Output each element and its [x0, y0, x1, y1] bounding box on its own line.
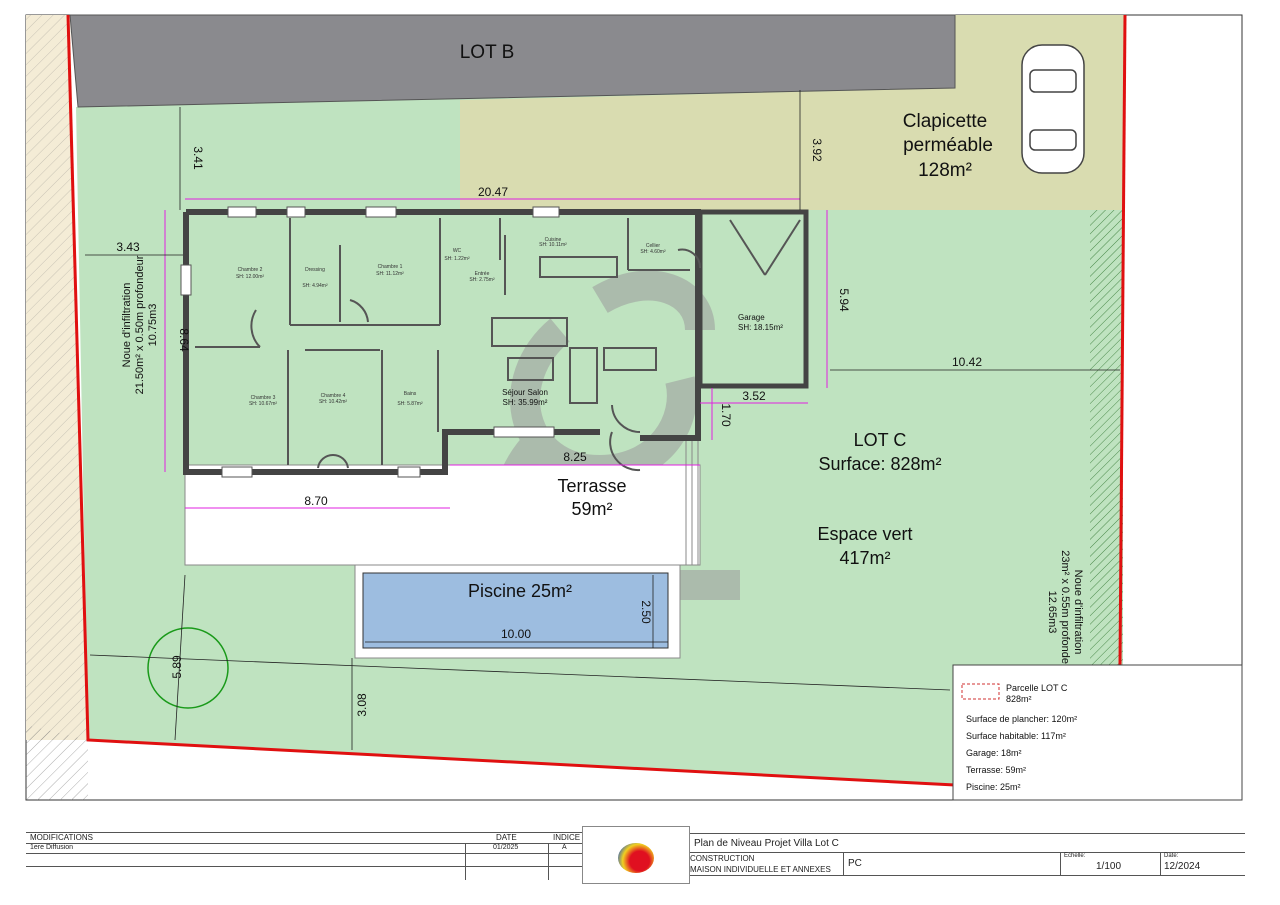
parcel-boundary	[66, 14, 956, 787]
lot-c-surface: Surface: 828m²	[818, 454, 941, 474]
lot-c-label: LOT C	[854, 430, 907, 450]
svg-text:Séjour Salon: Séjour Salon	[502, 388, 548, 397]
legend: Parcelle LOT C 828m² Surface de plancher…	[952, 664, 1243, 801]
construction-label: CONSTRUCTION	[690, 854, 755, 863]
svg-text:Chambre 3: Chambre 3	[251, 395, 276, 401]
windows	[180, 206, 560, 478]
svg-text:Chambre 2: Chambre 2	[238, 267, 263, 273]
permeable-parking-area	[460, 15, 1125, 210]
svg-text:Garage: 18m²: Garage: 18m²	[966, 748, 1022, 758]
terrace	[184, 464, 701, 566]
dimension-labels: 20.47 3.43 8.70 8.25 3.52 10.42 10.00 3.…	[116, 138, 982, 716]
svg-text:8.64: 8.64	[177, 328, 191, 352]
green-space-area: 417m²	[839, 548, 890, 568]
svg-text:Entrée: Entrée	[475, 271, 490, 277]
svg-text:SH: 1.22m²: SH: 1.22m²	[444, 256, 470, 262]
clapicette-area: 128m²	[918, 160, 972, 181]
svg-text:SH: 11.12m²: SH: 11.12m²	[376, 271, 404, 277]
svg-text:Noue d'infiltration: Noue d'infiltration	[121, 283, 133, 368]
site-dimension-lines	[85, 90, 1120, 750]
terrace-area: 59m²	[571, 499, 612, 519]
pool-label: Piscine 25m²	[468, 581, 572, 601]
svg-text:Cellier: Cellier	[646, 243, 661, 249]
construction-type: MAISON INDIVIDUELLE ET ANNEXES	[690, 865, 831, 874]
svg-text:Cuisine: Cuisine	[545, 237, 562, 243]
date-header: DATE	[496, 833, 517, 842]
phase: PC	[848, 858, 862, 869]
svg-text:SH: 10.42m²: SH: 10.42m²	[319, 399, 347, 405]
svg-text:Piscine: 25m²: Piscine: 25m²	[966, 782, 1021, 792]
svg-text:Terrasse: 59m²: Terrasse: 59m²	[966, 765, 1026, 775]
drawing-title: Plan de Niveau Projet Villa Lot C	[694, 838, 839, 849]
svg-text:3.43: 3.43	[116, 240, 140, 254]
svg-text:3.92: 3.92	[810, 138, 824, 162]
svg-text:Garage: Garage	[738, 313, 765, 322]
terrace-label: Terrasse	[557, 476, 626, 496]
tree-icon	[147, 627, 229, 709]
left-swale-label: Noue d'infiltration 21.50m² x 0.50m prof…	[121, 255, 159, 394]
pool	[362, 572, 669, 649]
svg-text:3.52: 3.52	[742, 389, 766, 403]
svg-text:828m²: 828m²	[1006, 694, 1032, 704]
svg-text:3.08: 3.08	[355, 693, 369, 717]
modification-indice: A	[562, 844, 567, 851]
svg-text:Parcelle LOT C: Parcelle LOT C	[1006, 683, 1068, 693]
svg-text:SH: 18.15m²: SH: 18.15m²	[738, 323, 783, 332]
svg-text:8.70: 8.70	[304, 494, 328, 508]
svg-text:Chambre 4: Chambre 4	[321, 393, 346, 399]
svg-text:SH: 10.67m²: SH: 10.67m²	[249, 401, 277, 407]
svg-text:Surface habitable: 117m²: Surface habitable: 117m²	[966, 731, 1066, 741]
parcel-swatch	[961, 683, 1000, 700]
svg-text:2.50: 2.50	[639, 600, 653, 624]
lot-b-area	[69, 14, 956, 108]
svg-text:8.25: 8.25	[563, 450, 587, 464]
svg-text:SH: 4.60m²: SH: 4.60m²	[640, 249, 666, 255]
car-icon	[1021, 44, 1085, 174]
svg-text:5.89: 5.89	[170, 655, 184, 679]
svg-text:SH: 12.00m²: SH: 12.00m²	[236, 274, 264, 280]
scale-value: 1/100	[1096, 861, 1122, 872]
modification-entry: 1ere Diffusion	[30, 844, 74, 851]
archytecta-logo	[582, 826, 690, 884]
svg-text:21.50m² x 0.50m profondeur: 21.50m² x 0.50m profondeur	[134, 255, 146, 394]
svg-text:Noue d'infiltration: Noue d'infiltration	[1072, 570, 1084, 655]
svg-text:23m² x 0.55m profondeur: 23m² x 0.55m profondeur	[1059, 550, 1071, 674]
green-space-label: Espace vert	[817, 524, 912, 544]
svg-text:Surface de plancher: 120m²: Surface de plancher: 120m²	[966, 714, 1077, 724]
svg-text:SH: 4.94m²: SH: 4.94m²	[302, 283, 328, 289]
svg-text:WC: WC	[453, 248, 462, 254]
modifications-header: MODIFICATIONS	[30, 833, 93, 842]
lot-b-label: LOT B	[460, 42, 515, 63]
svg-text:SH: 10.11m²: SH: 10.11m²	[539, 242, 567, 248]
dimension-lines	[164, 198, 828, 509]
clapicette-label-2: perméable	[903, 135, 993, 156]
interior-walls	[195, 218, 801, 472]
right-swale	[1090, 210, 1123, 665]
svg-text:12.65m3: 12.65m3	[1046, 591, 1058, 634]
svg-text:5.94: 5.94	[837, 288, 851, 312]
svg-text:10.00: 10.00	[501, 627, 531, 641]
svg-text:3.41: 3.41	[191, 146, 205, 170]
svg-text:SH: 2.75m²: SH: 2.75m²	[469, 277, 495, 283]
svg-text:1.70: 1.70	[719, 403, 733, 427]
indice-header: INDICE	[553, 833, 581, 842]
right-swale-label: Noue d'infiltration 23m² x 0.55m profond…	[1046, 550, 1084, 674]
modification-date: 01/2025	[493, 844, 519, 851]
scale-label: Echelle:	[1064, 853, 1086, 859]
svg-text:SH: 35.99m²: SH: 35.99m²	[503, 398, 548, 407]
svg-text:20.47: 20.47	[478, 185, 508, 199]
road-hatch	[26, 725, 88, 800]
svg-text:SH: 5.87m²: SH: 5.87m²	[397, 401, 423, 407]
svg-text:Chambre 1: Chambre 1	[378, 264, 403, 270]
svg-text:10.75m3: 10.75m3	[147, 304, 159, 347]
svg-text:Bains: Bains	[404, 391, 417, 397]
date-label: Date:	[1164, 853, 1179, 859]
svg-text:Dressing: Dressing	[305, 267, 325, 273]
svg-text:10.42: 10.42	[952, 355, 982, 369]
clapicette-label: Clapicette	[903, 111, 988, 132]
drawing-date: 12/2024	[1164, 861, 1201, 872]
